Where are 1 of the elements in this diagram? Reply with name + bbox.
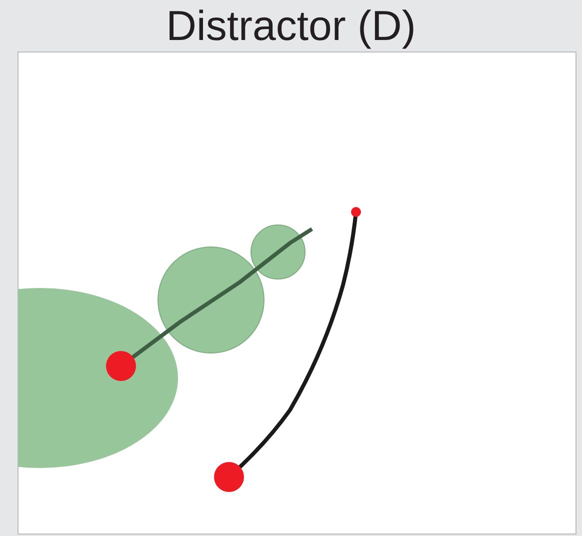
plot-title: Distractor (D) bbox=[165, 2, 417, 50]
